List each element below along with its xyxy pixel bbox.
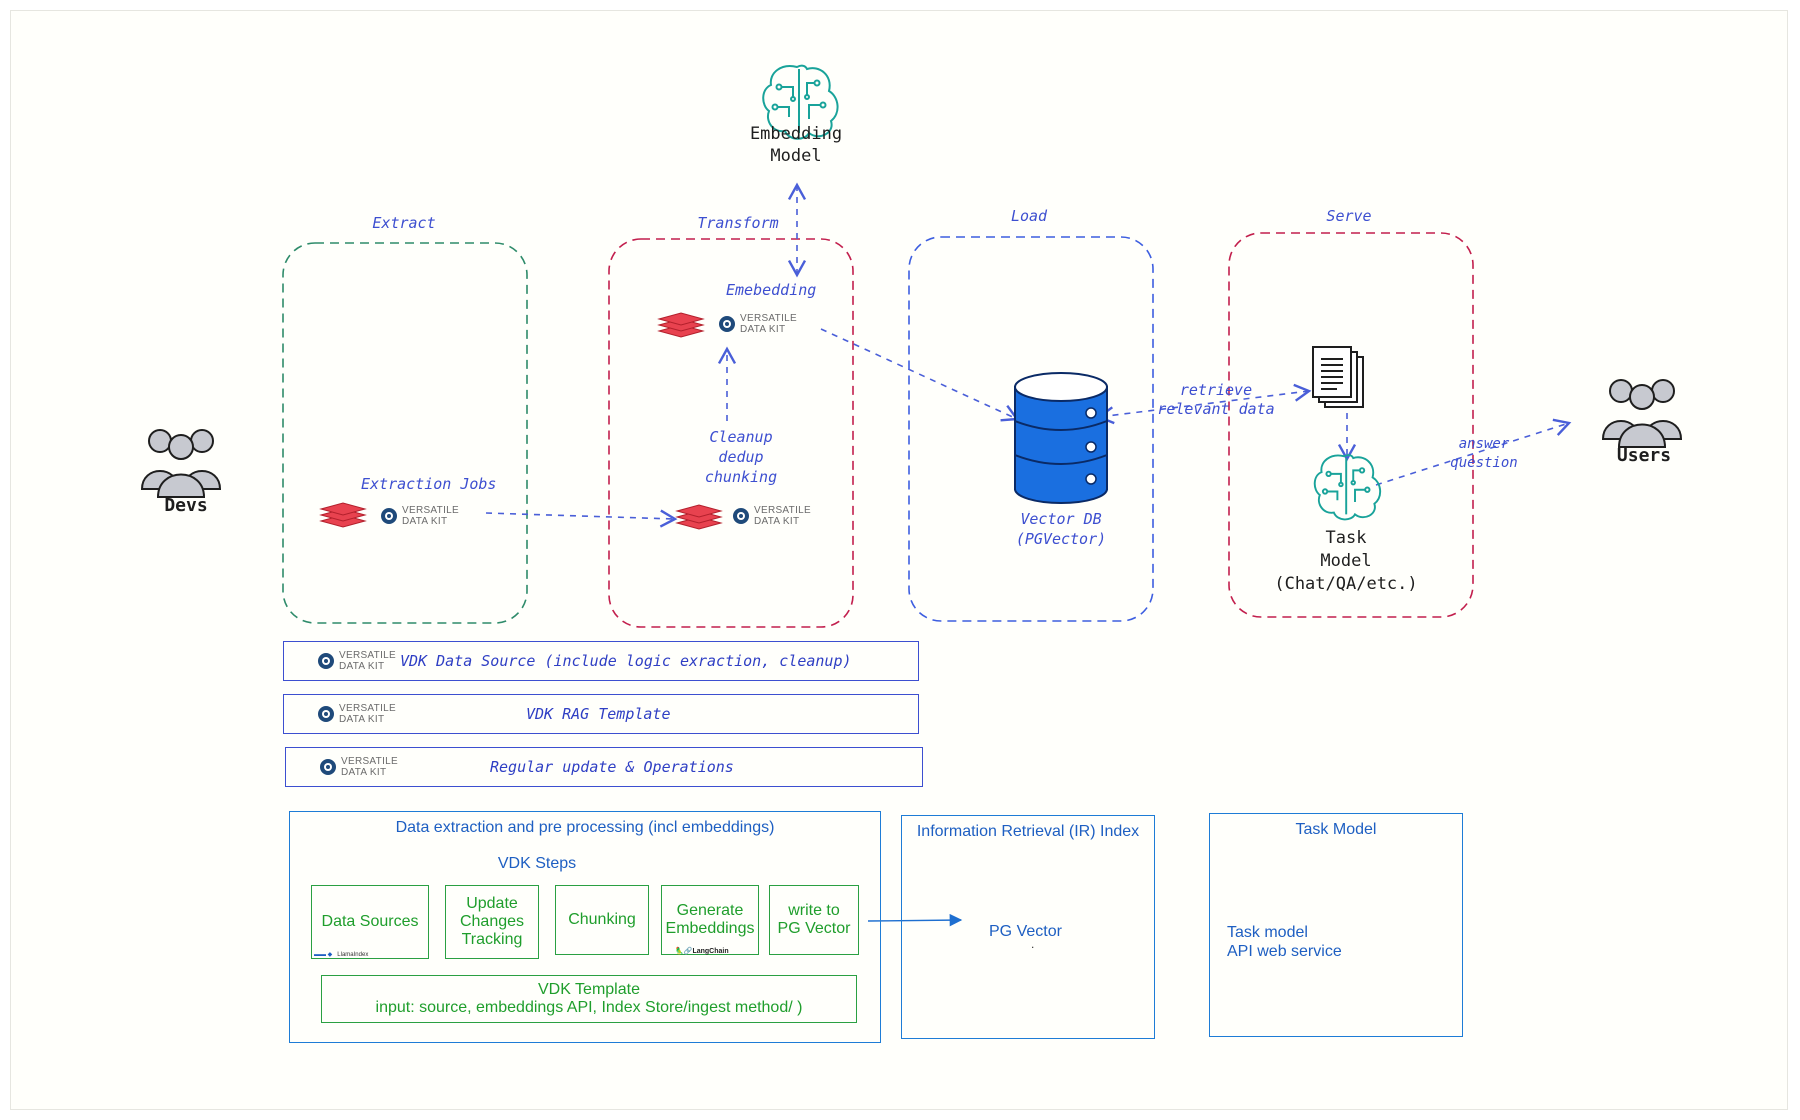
arrow-taskmodel-to-users <box>1375 418 1572 486</box>
emebedding-step-label: Emebedding <box>726 281 817 299</box>
cleanup-line1: Cleanup <box>709 428 773 446</box>
devs-label: Devs <box>164 495 208 516</box>
vdk-data-source-label: VDK Data Source (include logic exraction… <box>399 652 852 670</box>
answer-edge-line1: answer <box>1458 436 1510 452</box>
cleanup-line3: chunking <box>704 468 778 486</box>
retrieve-edge-line2: relevant data <box>1157 400 1275 418</box>
step-data-sources-label: Data Sources <box>321 913 419 930</box>
ir-pg-vector-label: PG Vector <box>989 923 1062 940</box>
serve-box <box>1228 232 1474 618</box>
task-model-label-line3: (Chat/QA/etc.) <box>1274 574 1418 594</box>
users-people-icon <box>1601 379 1683 448</box>
vdk-logo-icon <box>719 316 735 332</box>
pipeline-title: Data extraction and pre processing (incl… <box>395 819 775 836</box>
diagram-canvas: Extract Transform Load Serve Embedding M… <box>10 10 1788 1110</box>
vdk-logo-icon <box>733 508 749 524</box>
vector-db-label: Vector DB (PGVector) <box>986 509 1136 549</box>
transform-box <box>608 238 854 628</box>
arrow-extraction-to-transform <box>485 509 678 528</box>
layers-icon-cleanup <box>675 504 723 530</box>
vdk-rag-template-label: VDK RAG Template <box>525 705 671 723</box>
layers-icon-extraction <box>319 502 367 528</box>
llamaindex-mark-icon: ▬▬ ◆ <box>314 952 333 958</box>
section-label-transform: Transform <box>697 214 779 232</box>
load-box <box>908 236 1154 622</box>
section-label-serve: Serve <box>1326 207 1372 225</box>
regular-update-label: Regular update & Operations <box>489 758 734 776</box>
arrow-emebedding-to-vectordb <box>820 328 1020 422</box>
retrieve-edge-line1: retrieve <box>1179 381 1253 399</box>
retrieve-edge-label: retrieve relevant data <box>1151 381 1281 419</box>
cleanup-line2: dedup <box>718 448 764 466</box>
layers-icon-embedding <box>657 312 705 338</box>
ir-dot: . <box>1031 937 1035 951</box>
devs-people-icon <box>140 429 222 498</box>
embedding-model-label-line2: Model <box>770 146 822 166</box>
langchain-mark-icon: 🦜🔗 <box>675 948 693 955</box>
langchain-logo: 🦜🔗LangChain <box>675 948 729 955</box>
ir-index-box <box>901 815 1155 1039</box>
vdk-logo-icon <box>318 706 334 722</box>
vdk-logo-icon <box>381 508 397 524</box>
answer-edge-label: answer question <box>1429 435 1539 473</box>
task-model-label-line2: Model <box>1320 551 1372 571</box>
vdk-steps-title: VDK Steps <box>497 855 577 872</box>
users-label: Users <box>1616 445 1672 466</box>
step-chunking-label: Chunking <box>568 911 636 928</box>
llamaindex-logo: ▬▬ ◆ LlamaIndex <box>314 952 369 958</box>
task-model-label: Task Model (Chat/QA/etc.) <box>1261 527 1431 596</box>
extraction-jobs-label: Extraction Jobs <box>361 475 497 493</box>
pipeline-box <box>289 811 881 1043</box>
task-model-brain-icon <box>1313 454 1382 521</box>
vector-db-label-line1: Vector DB <box>1020 510 1102 528</box>
task-model-label-line1: Task <box>1325 528 1367 548</box>
diagram-connectors <box>140 64 1683 927</box>
section-label-extract: Extract <box>372 214 436 232</box>
vector-db-label-line2: (PGVector) <box>1015 530 1107 548</box>
vdk-logo-icon <box>320 759 336 775</box>
task-model-box-title: Task Model <box>1295 821 1377 838</box>
embedding-model-label-line1: Embedding <box>749 124 843 144</box>
vector-db-icon <box>1014 372 1108 504</box>
documents-icon <box>1312 346 1364 408</box>
step-data-sources: Data Sources <box>311 885 429 959</box>
ir-index-title: Information Retrieval (IR) Index <box>916 823 1140 840</box>
extract-box <box>282 242 528 624</box>
task-model-box <box>1209 813 1463 1037</box>
section-label-load: Load <box>1010 207 1048 225</box>
step-chunking: Chunking <box>555 885 649 955</box>
answer-edge-line2: question <box>1450 455 1518 471</box>
embedding-model-label: Embedding Model <box>731 123 861 167</box>
arrow-write-to-pgvector <box>867 913 963 927</box>
cleanup-label: Cleanup dedup chunking <box>691 427 791 487</box>
vdk-logo-icon <box>318 653 334 669</box>
embedding-model-brain-icon <box>762 64 839 140</box>
